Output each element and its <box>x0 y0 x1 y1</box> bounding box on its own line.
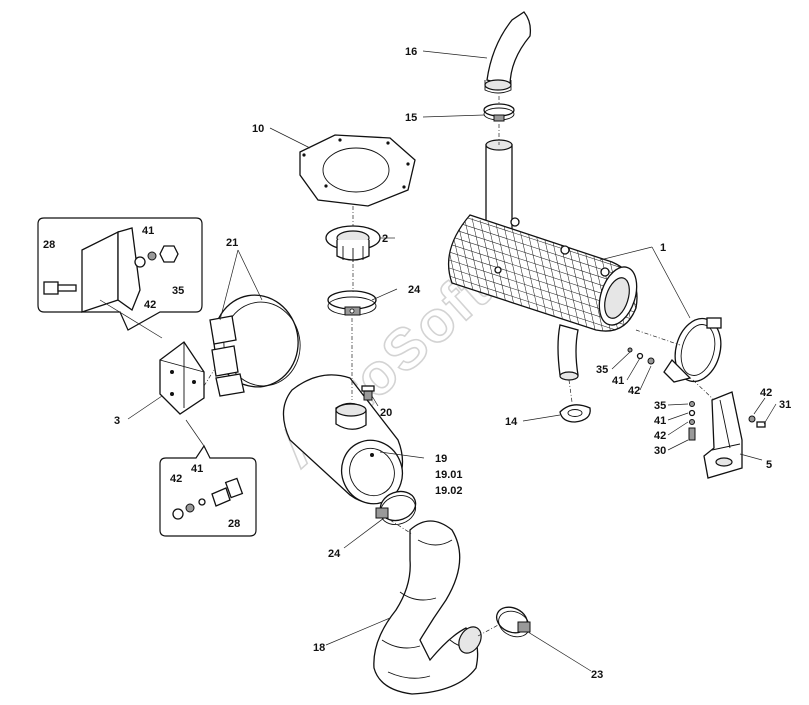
callout-42-lower: 42 <box>654 430 666 442</box>
callout-35-lower: 35 <box>654 400 666 412</box>
callout-41-box: 41 <box>191 463 203 475</box>
intake-hose-part <box>373 520 482 695</box>
outlet-gasket-part <box>559 404 591 423</box>
muffler-bracket-part <box>703 391 743 479</box>
callout-41-upper: 41 <box>142 225 154 237</box>
gasket-plate-part <box>299 134 416 207</box>
callout-41-middle: 41 <box>612 375 624 387</box>
callout-19-01: 19.01 <box>435 469 463 481</box>
callout-19: 19 <box>435 453 447 465</box>
leader-lines <box>99 50 777 672</box>
callout-5: 5 <box>766 459 772 471</box>
flange-adapter-part <box>325 225 381 262</box>
callout-1: 1 <box>660 242 666 254</box>
callout-3: 3 <box>114 415 120 427</box>
callout-28-upper: 28 <box>43 239 55 251</box>
callout-28-lower: 28 <box>228 518 240 530</box>
callout-35-middle: 35 <box>596 364 608 376</box>
band-clamp-part <box>327 290 377 316</box>
detail-box-upper <box>37 217 203 331</box>
hose-clamp-part <box>495 606 531 638</box>
callout-23: 23 <box>591 669 603 681</box>
bracket-hardware-part <box>688 401 766 441</box>
callout-15: 15 <box>405 112 417 124</box>
callout-42-box: 42 <box>170 473 182 485</box>
detail-box-lower <box>159 444 257 537</box>
muffler-part <box>448 214 638 381</box>
callout-30: 30 <box>654 445 666 457</box>
callout-42-right: 42 <box>760 387 772 399</box>
muffler-strap-clamp-part <box>663 317 722 383</box>
tail-pipe-clamp-part <box>483 103 515 122</box>
callout-16: 16 <box>405 46 417 58</box>
muffler-hardware-part <box>627 347 655 365</box>
callout-35-upper: 35 <box>172 285 184 297</box>
air-cleaner-housing-part <box>282 374 404 505</box>
tail-pipe-part <box>484 11 532 94</box>
callout-10: 10 <box>252 123 264 135</box>
pressure-fitting-part <box>361 385 375 401</box>
callout-18: 18 <box>313 642 325 654</box>
split-clamp-ring-part <box>209 294 301 397</box>
callout-31: 31 <box>779 399 791 411</box>
callout-20: 20 <box>380 407 392 419</box>
callout-14: 14 <box>505 416 518 428</box>
callout-41-lower: 41 <box>654 415 666 427</box>
callout-2: 2 <box>382 233 388 245</box>
callout-labels: 16 15 10 1 2 24 21 28 41 35 42 3 20 19 1… <box>43 46 791 681</box>
band-clamp-lower-part <box>375 490 417 525</box>
callout-19-02: 19.02 <box>435 485 463 497</box>
callout-21: 21 <box>226 237 238 249</box>
callout-42-upper: 42 <box>144 299 156 311</box>
callout-42-middle: 42 <box>628 385 640 397</box>
stack-pipe-part <box>485 139 513 233</box>
mounting-bracket-part <box>159 341 205 415</box>
callout-24-upper: 24 <box>408 284 421 296</box>
callout-24-lower: 24 <box>328 548 341 560</box>
